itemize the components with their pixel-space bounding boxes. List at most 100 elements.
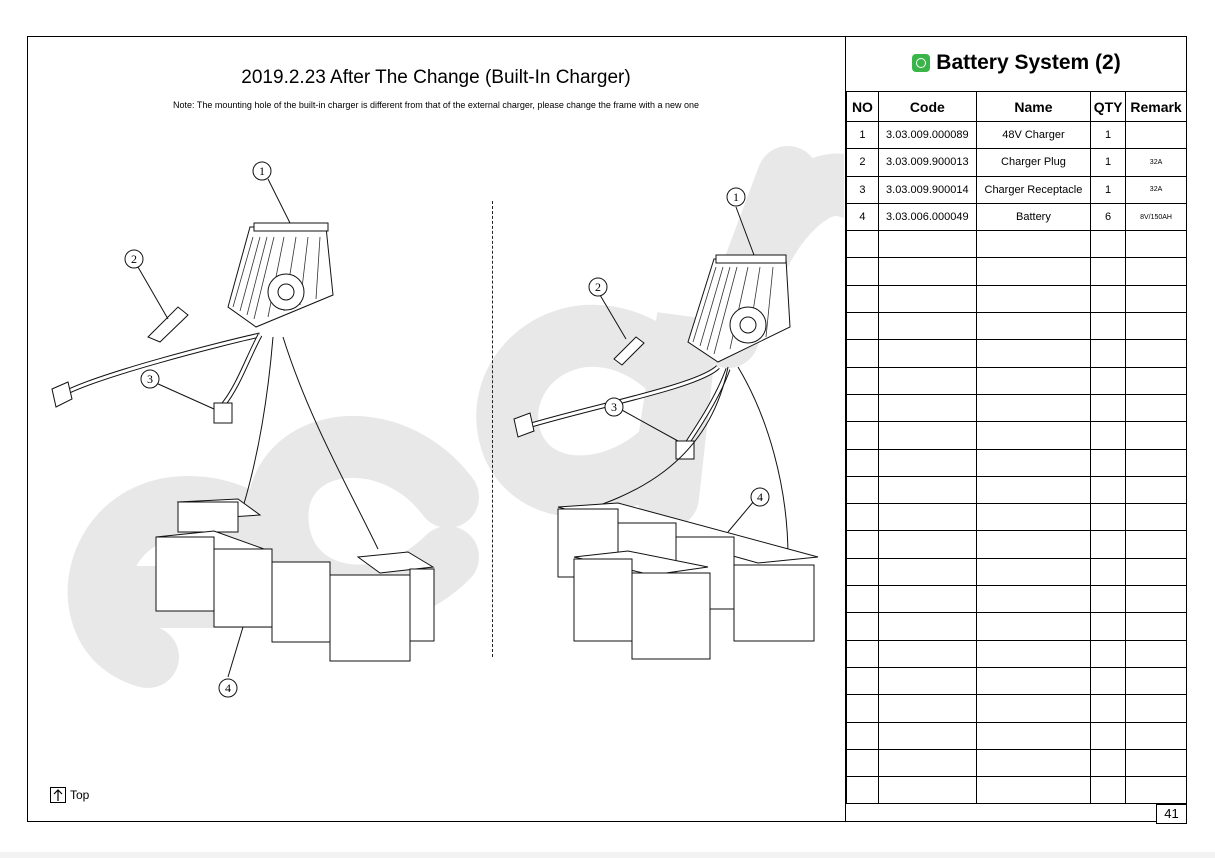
empty-cell [975,366,1092,395]
empty-table-row [846,666,1187,696]
empty-cell [1090,448,1127,477]
empty-cell [877,748,977,778]
empty-cell [877,666,977,696]
empty-cell [877,421,977,450]
row-no: 3 [846,175,879,204]
empty-cell [1125,312,1187,341]
empty-cell [1125,666,1187,696]
empty-cell [1090,257,1127,286]
right-battery-6 [631,572,711,660]
empty-cell [846,339,879,368]
empty-cell [846,284,879,314]
empty-cell [877,312,977,341]
right-leader-2 [599,294,627,340]
panel-header: Battery System (2) [846,51,1187,75]
top-link[interactable]: Top [50,787,89,803]
empty-cell [877,557,977,587]
row-qty: 6 [1090,202,1127,232]
col-remark: Remark [1125,91,1187,122]
empty-cell [975,448,1092,477]
left-callout-circle-3 [140,369,160,389]
left-charger-fan-hub [277,283,295,301]
row-qty: 1 [1090,175,1127,204]
left-charger-plug-2 [147,306,189,343]
empty-table-row [846,421,1187,450]
row-remark: 32A [1125,175,1187,204]
empty-table-row [846,612,1187,641]
empty-cell [846,776,879,805]
empty-cell [975,393,1092,423]
col-code: Code [877,91,977,122]
left-charger-receptacle-3 [213,402,233,424]
empty-cell [1125,366,1187,395]
empty-cell [1090,721,1127,750]
left-battery-2 [213,548,273,628]
empty-cell [846,748,879,778]
empty-cell [1090,666,1127,696]
empty-cell [1090,339,1127,368]
empty-cell [877,639,977,668]
right-leader-1 [735,206,755,256]
empty-table-row [846,257,1187,286]
empty-cell [1125,585,1187,614]
empty-table-row [846,312,1187,341]
table-row: 4 3.03.006.000049 Battery 6 8V/150AH [846,202,1187,232]
left-leader-3 [155,382,215,410]
left-battery-4 [329,574,411,662]
drawing-frame [27,36,1187,822]
empty-cell [975,557,1092,587]
empty-cell [1125,639,1187,668]
empty-cell [846,448,879,477]
row-code[interactable]: 3.03.009.900014 [877,175,977,204]
empty-cell [846,230,879,259]
empty-cell [1125,393,1187,423]
empty-cell [1125,721,1187,750]
left-callout-3: 3 [147,372,153,386]
col-no: NO [846,91,879,122]
empty-cell [1125,694,1187,723]
left-callout-4: 4 [225,681,231,695]
row-qty: 1 [1090,120,1127,150]
empty-cell [1090,612,1127,641]
row-code[interactable]: 3.03.009.000089 [877,120,977,150]
right-charger-bracket [715,254,787,264]
left-callout-circle-4 [218,678,238,698]
empty-table-row [846,530,1187,559]
left-wall-plug [51,381,73,408]
empty-cell [846,421,879,450]
table-row: 2 3.03.009.900013 Charger Plug 1 32A [846,148,1187,177]
empty-cell [877,585,977,614]
empty-cell [877,230,977,259]
empty-table-row [846,694,1187,723]
row-code[interactable]: 3.03.006.000049 [877,202,977,232]
right-callout-4: 4 [757,490,763,504]
empty-table-row [846,639,1187,668]
assembly-divider [492,201,493,657]
empty-cell [1090,312,1127,341]
empty-cell [975,694,1092,723]
arrow-up-icon [50,787,66,803]
right-assembly [513,206,819,660]
empty-cell [975,284,1092,314]
row-name: 48V Charger [975,120,1092,150]
empty-cell [846,666,879,696]
empty-cell [1090,393,1127,423]
empty-cell [1125,776,1187,805]
empty-cell [1125,448,1187,477]
row-code[interactable]: 3.03.009.900013 [877,148,977,177]
empty-table-row [846,585,1187,614]
empty-cell [975,639,1092,668]
empty-cell [975,503,1092,532]
row-name: Battery [975,202,1092,232]
drawing-title: 2019.2.23 After The Change (Built-In Cha… [241,67,631,88]
empty-cell [1090,585,1127,614]
row-no: 2 [846,148,879,177]
row-no: 1 [846,120,879,150]
right-charger-fan-hub [739,316,757,334]
right-charger-receptacle-3 [675,440,695,460]
globe-icon[interactable] [912,54,931,72]
left-battery-5 [409,568,435,642]
empty-cell [975,530,1092,559]
page-number: 41 [1156,804,1187,824]
empty-cell [1125,339,1187,368]
